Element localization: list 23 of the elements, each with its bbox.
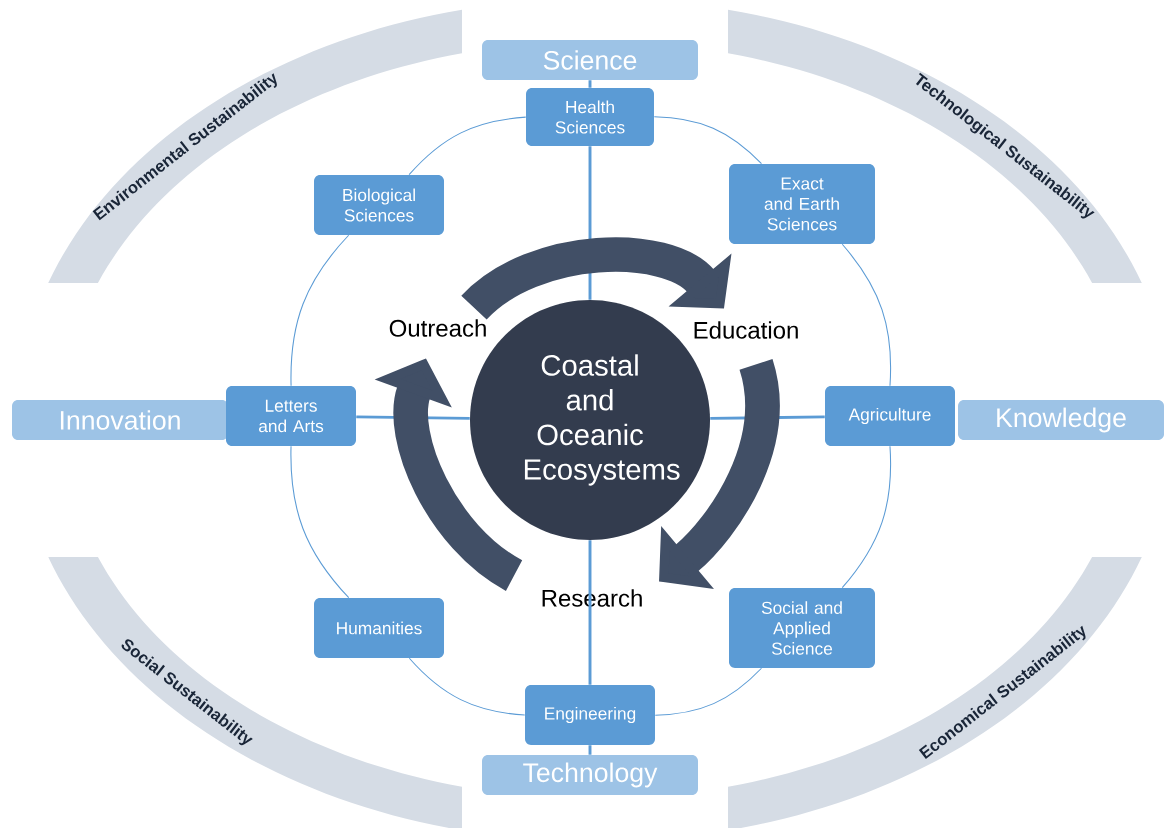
field-box: Humanities	[314, 598, 444, 658]
category-box: Science	[482, 40, 698, 80]
connector-line	[588, 745, 592, 755]
field-box: Exact and Earth Sciences	[729, 164, 875, 244]
field-box: Health Sciences	[526, 88, 654, 146]
field-box: Agriculture	[825, 386, 955, 446]
field-box: Engineering	[525, 685, 655, 745]
category-box: Knowledge	[958, 400, 1164, 440]
field-box: Social and Applied Science	[729, 588, 875, 668]
connector-line	[290, 234, 350, 387]
connector-line	[588, 80, 592, 88]
connector-line	[408, 657, 526, 716]
field-box: Biological Sciences	[314, 175, 444, 235]
connector-line	[654, 667, 762, 716]
field-box: Letters and Arts	[226, 386, 356, 446]
connector-line	[653, 116, 762, 165]
connector-line	[841, 445, 892, 589]
category-box: Technology	[482, 755, 698, 795]
connector-line	[290, 445, 350, 599]
connector-line	[841, 243, 892, 387]
connector-line	[408, 116, 527, 176]
category-box: Innovation	[12, 400, 228, 440]
connector-line	[588, 540, 592, 685]
